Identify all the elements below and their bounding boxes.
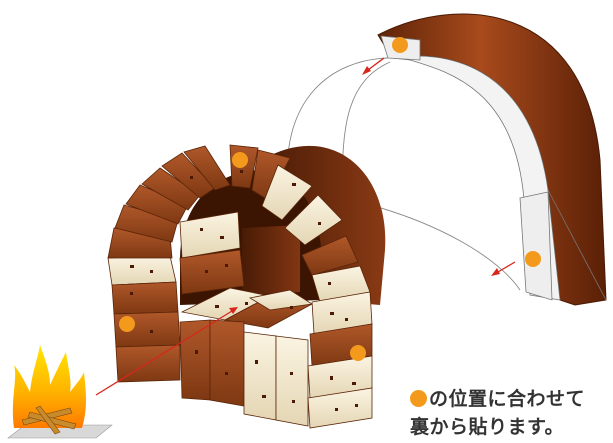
lining-brick [179, 249, 245, 295]
caption-text-1: の位置に合わせて [429, 388, 586, 410]
lining-brick [179, 211, 241, 259]
fire-base-plate [7, 424, 113, 439]
firewood-logs [21, 405, 77, 435]
wall-brick [307, 387, 373, 429]
fire-flame [12, 345, 87, 428]
arch-brick [107, 255, 177, 286]
wall-brick [179, 319, 211, 401]
red-arrow-icon [95, 307, 238, 396]
arch-bricks [107, 144, 371, 303]
arch-brick [284, 194, 343, 246]
caption-line-2: 裏から貼ります。 [410, 416, 565, 438]
brick-speckles [130, 170, 358, 411]
wall-brick [111, 281, 179, 315]
orange-dot-icon [350, 345, 366, 361]
oven-floor [180, 287, 314, 329]
oven-back-wall [242, 225, 300, 295]
orange-dot-icon [119, 316, 135, 332]
wall-brick [209, 319, 245, 407]
front-wall-bricks [111, 281, 373, 429]
orange-dot-icon [392, 37, 408, 53]
inner-lining-bricks [179, 211, 245, 295]
instruction-caption: の位置に合わせて 裏から貼ります。 [410, 385, 610, 441]
direction-arrows [95, 57, 516, 396]
caption-line-1: の位置に合わせて [410, 385, 610, 413]
arch-brick [261, 164, 313, 221]
arch-cover-panel [377, 13, 607, 306]
orange-dot-icon [525, 251, 541, 267]
arch-brick [183, 145, 231, 191]
orange-dot-icon [410, 390, 427, 407]
red-arrow-icon [362, 57, 385, 75]
fire-icon [7, 345, 113, 439]
arch-cover-side-edge [547, 189, 607, 301]
arch-cover-underside [391, 55, 561, 301]
arch-cover-flap-side [519, 191, 553, 301]
orange-dot-icon [232, 152, 248, 168]
wall-brick [243, 331, 277, 421]
wall-brick [275, 335, 309, 427]
red-arrow-icon [491, 261, 516, 276]
position-markers [119, 37, 541, 361]
